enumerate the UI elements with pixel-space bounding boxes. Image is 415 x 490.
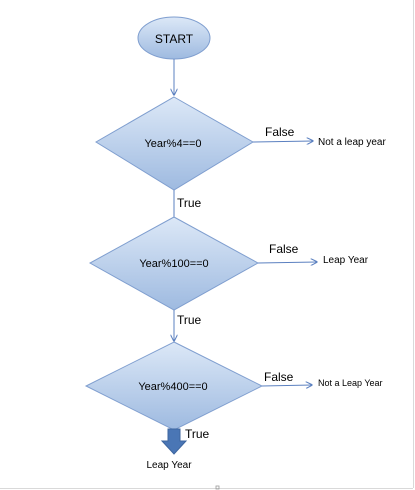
- outcome-1-label: Not a leap year: [318, 137, 386, 148]
- connector-d2-false: [257, 262, 317, 263]
- edge-2-true-label: True: [177, 313, 202, 327]
- edge-2-false-label: False: [269, 242, 299, 256]
- outcome-2-label: Leap Year: [323, 255, 369, 266]
- start-label: START: [155, 32, 194, 46]
- bottom-handle: [215, 485, 220, 490]
- connector-d1-false: [252, 141, 313, 142]
- decision-3-label: Year%400==0: [138, 381, 207, 393]
- edge-3-false-label: False: [264, 370, 294, 384]
- outcome-3-label: Not a Leap Year: [318, 378, 383, 388]
- edge-1-true-label: True: [177, 196, 202, 210]
- edge-3-true-label: True: [185, 427, 210, 441]
- edge-1-false-label: False: [265, 125, 295, 139]
- decision-1-label: Year%4==0: [144, 138, 201, 150]
- decision-2-label: Year%100==0: [139, 258, 208, 270]
- connector-d3-false: [261, 385, 312, 386]
- outcome-final-label: Leap Year: [146, 460, 192, 471]
- thick-down-arrow: [160, 428, 188, 455]
